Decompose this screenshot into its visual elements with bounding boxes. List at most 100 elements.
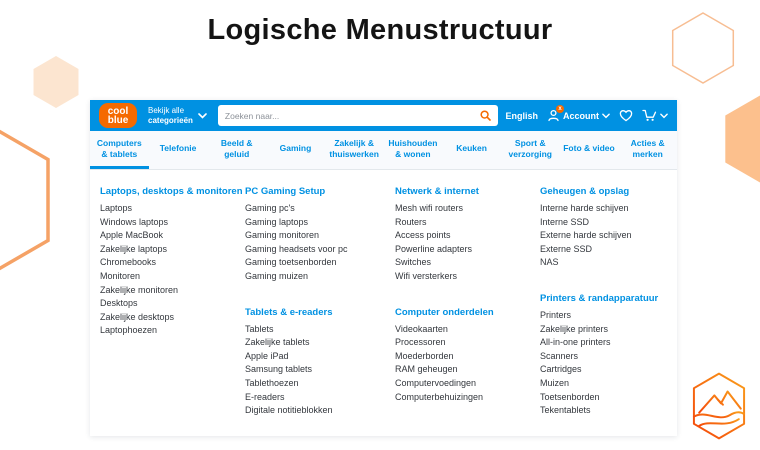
menu-item-samsung-tablets[interactable]: Samsung tablets — [245, 364, 313, 375]
hexagon-mountain-logo — [692, 372, 746, 440]
menu-item-moederborden[interactable]: Moederborden — [395, 350, 454, 361]
menu-group-heading[interactable]: Laptops, desktops & monitoren — [100, 186, 243, 197]
menu-item-gaming-pc-s[interactable]: Gaming pc's — [245, 203, 295, 213]
menu-item-interne-ssd[interactable]: Interne SSD — [540, 216, 590, 227]
menu-item-computerbehuizingen[interactable]: Computerbehuizingen — [395, 391, 484, 402]
menu-item-externe-ssd[interactable]: Externe SSD — [540, 243, 593, 254]
menu-item-apple-ipad[interactable]: Apple iPad — [245, 350, 289, 361]
menu-item-externe-harde-schijven[interactable]: Externe harde schijven — [540, 230, 632, 241]
menu-item-tablets[interactable]: Tablets — [245, 323, 274, 334]
menu-item-chromebooks[interactable]: Chromebooks — [100, 257, 157, 268]
chevron-down-icon — [198, 112, 207, 119]
chevron-down-icon — [602, 113, 610, 118]
menu-group-heading[interactable]: Computer onderdelen — [395, 306, 494, 318]
tab-foto-video[interactable]: Foto & video — [560, 131, 619, 169]
menu-item-zakelijke-desktops[interactable]: Zakelijke desktops — [100, 311, 175, 322]
tab-zakelijk-thuiswerken[interactable]: Zakelijk & thuiswerken — [325, 131, 384, 169]
menu-group-heading[interactable]: Printers & randapparatuur — [540, 292, 659, 304]
menu-item-gaming-monitoren[interactable]: Gaming monitoren — [245, 230, 320, 241]
hexagon-shape — [0, 129, 50, 271]
menu-item-zakelijke-tablets[interactable]: Zakelijke tablets — [245, 337, 310, 348]
account-badge: x — [556, 105, 564, 113]
site-header: cool blue Bekijk alle categorieën Englis… — [90, 100, 677, 131]
search-bar[interactable] — [217, 105, 499, 126]
menu-item-interne-harde-schijven[interactable]: Interne harde schijven — [540, 203, 629, 213]
menu-item-access-points[interactable]: Access points — [395, 230, 451, 241]
coolblue-menu-mockup: cool blue Bekijk alle categorieën Englis… — [90, 100, 677, 436]
tab-computers-tablets[interactable]: Computers & tablets — [90, 131, 149, 169]
menu-item-gaming-muizen[interactable]: Gaming muizen — [245, 270, 309, 281]
menu-group-heading[interactable]: PC Gaming Setup — [245, 186, 326, 197]
menu-item-routers[interactable]: Routers — [395, 216, 427, 227]
tab-sport-verzorging[interactable]: Sport & verzorging — [501, 131, 560, 169]
person-icon: x — [547, 105, 564, 122]
search-icon[interactable] — [480, 110, 492, 121]
shopping-cart-icon — [642, 109, 657, 121]
menu-item-zakelijke-printers[interactable]: Zakelijke printers — [540, 323, 609, 334]
menu-item-mesh-wifi-routers[interactable]: Mesh wifi routers — [395, 203, 464, 213]
menu-item-processoren[interactable]: Processoren — [395, 337, 446, 348]
tab-beeld-geluid[interactable]: Beeld & geluid — [207, 131, 266, 169]
menu-item-windows-laptops[interactable]: Windows laptops — [100, 216, 169, 227]
hexagon-shape — [33, 56, 79, 108]
menu-item-digitale-notitieblokken[interactable]: Digitale notitieblokken — [245, 405, 333, 416]
menu-item-desktops[interactable]: Desktops — [100, 298, 138, 309]
language-selector[interactable]: English — [505, 110, 538, 121]
logo-line2: blue — [107, 114, 129, 126]
menu-item-switches[interactable]: Switches — [395, 257, 432, 268]
menu-item-scanners[interactable]: Scanners — [540, 350, 579, 361]
chevron-down-icon — [660, 113, 668, 118]
tab-telefonie[interactable]: Telefonie — [149, 131, 208, 169]
menu-item-powerline-adapters[interactable]: Powerline adapters — [395, 243, 473, 254]
menu-item-wifi-versterkers[interactable]: Wifi versterkers — [395, 270, 458, 281]
tab-huishouden-wonen[interactable]: Huishouden & wonen — [384, 131, 443, 169]
menu-item-apple-macbook[interactable]: Apple MacBook — [100, 230, 164, 241]
tab-keuken[interactable]: Keuken — [442, 131, 501, 169]
menu-item-muizen[interactable]: Muizen — [540, 377, 570, 388]
search-input[interactable] — [224, 110, 475, 121]
menu-item-videokaarten[interactable]: Videokaarten — [395, 323, 448, 334]
menu-item-zakelijke-laptops[interactable]: Zakelijke laptops — [100, 243, 168, 254]
wishlist-button[interactable] — [619, 109, 633, 122]
menu-item-gaming-toetsenborden[interactable]: Gaming toetsenborden — [245, 257, 337, 268]
menu-item-e-readers[interactable]: E-readers — [245, 391, 285, 402]
menu-group-heading[interactable]: Geheugen & opslag — [540, 186, 630, 197]
header-right: English x Account — [505, 105, 668, 122]
menu-item-tablethoezen[interactable]: Tablethoezen — [245, 377, 299, 388]
tab-gaming[interactable]: Gaming — [266, 131, 325, 169]
menu-item-toetsenborden[interactable]: Toetsenborden — [540, 391, 600, 402]
cart-button[interactable] — [642, 109, 668, 122]
menu-item-nas[interactable]: NAS — [540, 257, 559, 268]
menu-item-all-in-one-printers[interactable]: All-in-one printers — [540, 337, 611, 348]
heart-icon — [619, 110, 633, 122]
menu-item-laptophoezen[interactable]: Laptophoezen — [100, 325, 158, 336]
account-menu[interactable]: x Account — [547, 105, 610, 122]
menu-group-heading[interactable]: Tablets & e-readers — [245, 306, 333, 318]
menu-item-gaming-laptops[interactable]: Gaming laptops — [245, 216, 309, 227]
menu-group-heading[interactable]: Netwerk & internet — [395, 186, 479, 197]
menu-item-tekentablets[interactable]: Tekentablets — [540, 405, 591, 416]
menu-item-zakelijke-monitoren[interactable]: Zakelijke monitoren — [100, 284, 179, 295]
menu-item-ram-geheugen[interactable]: RAM geheugen — [395, 364, 458, 375]
menu-item-cartridges[interactable]: Cartridges — [540, 364, 582, 375]
all-categories-button[interactable]: Bekijk alle categorieën — [144, 106, 211, 126]
menu-item-computervoedingen[interactable]: Computervoedingen — [395, 377, 477, 388]
tab-acties-merken[interactable]: Acties & merken — [618, 131, 677, 169]
menu-item-gaming-headsets-voor-pc[interactable]: Gaming headsets voor pc — [245, 243, 348, 254]
coolblue-logo[interactable]: cool blue — [99, 103, 137, 128]
logo-line1: cool — [107, 105, 129, 117]
categories-label-line2: categorieën — [148, 115, 193, 125]
menu-item-monitoren[interactable]: Monitoren — [100, 270, 141, 281]
menu-item-laptops[interactable]: Laptops — [100, 203, 133, 213]
account-label: Account — [563, 110, 599, 121]
menu-item-printers[interactable]: Printers — [540, 309, 572, 320]
